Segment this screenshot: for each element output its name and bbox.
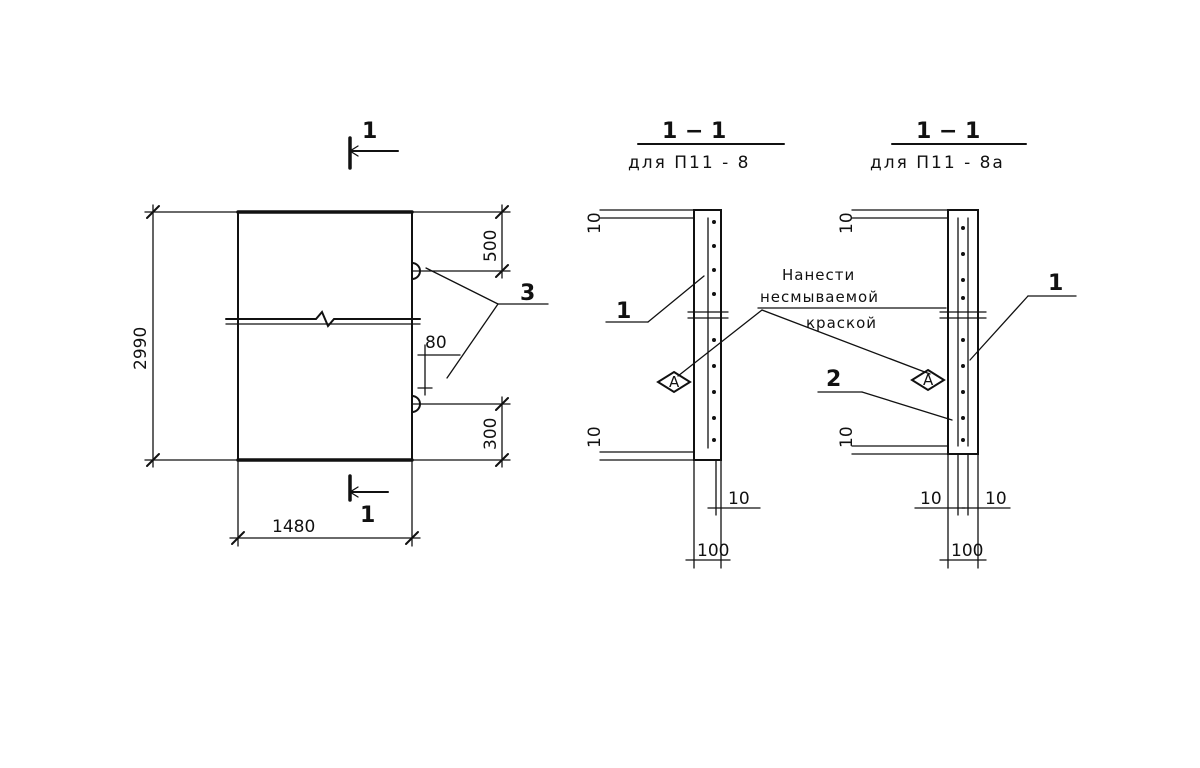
section-b-dots	[961, 226, 965, 442]
section-a-dot	[712, 268, 716, 272]
section-b-top-dim: 10	[837, 212, 857, 234]
callout-3-text: 3	[520, 281, 535, 306]
section-b-dot	[961, 278, 965, 282]
height-tick-bottom	[146, 453, 160, 467]
height-tick-top	[146, 205, 160, 219]
section-b-dot	[961, 252, 965, 256]
top-offset-text: 500	[481, 230, 501, 262]
section-b-dot	[961, 438, 965, 442]
width-tick-left	[231, 531, 245, 545]
section-a-dots	[712, 220, 716, 442]
section-b-dot	[961, 416, 965, 420]
section-a-dot	[712, 338, 716, 342]
width-dim-text: 1480	[272, 517, 315, 537]
gap-dim-text: 80	[425, 333, 447, 353]
paint-note: Нанести несмываемой краской	[677, 266, 947, 377]
right-tick-3	[495, 397, 509, 411]
section-a-dot	[712, 364, 716, 368]
section-a-dot	[712, 438, 716, 442]
note-line-1: Нанести	[782, 266, 855, 284]
section-a-subtitle: для П11 - 8	[628, 153, 750, 173]
break-line	[225, 310, 421, 328]
section-b-width-dim: 100	[951, 541, 983, 561]
section-b-callout-2-leader	[861, 391, 953, 421]
section-b-slab	[947, 209, 979, 455]
section-mark-top-arrowhead	[348, 145, 359, 157]
callout-3-leader-a	[425, 267, 499, 305]
section-a-dot	[712, 244, 716, 248]
panel-outline	[237, 211, 413, 461]
plan-view: 2990 1480 500 300 80 3 1	[131, 119, 549, 547]
section-a-break	[687, 311, 729, 319]
section-mark-top-text: 1	[362, 119, 377, 144]
section-a-bottom-dim: 10	[585, 426, 605, 448]
section-a-title: 1 − 1	[662, 119, 726, 144]
section-a-side-dim: 10	[728, 489, 750, 509]
note-line-3: краской	[806, 314, 877, 332]
section-b: 1 − 1 для П11 - 8а 10 10 10	[817, 119, 1077, 569]
width-tick-right	[405, 531, 419, 545]
right-tick-4	[495, 453, 509, 467]
section-a-slab	[693, 209, 722, 461]
section-b-marker-text: A	[923, 371, 934, 389]
section-a-dot	[712, 220, 716, 224]
section-b-dot	[961, 338, 965, 342]
section-b-marker	[910, 368, 946, 392]
section-a-callout-leader	[647, 275, 705, 323]
section-mark-bottom-arrowhead	[348, 486, 359, 498]
section-b-break	[939, 311, 987, 319]
section-b-dot	[961, 390, 965, 394]
section-b-bottom-dim: 10	[837, 426, 857, 448]
section-a-dot	[712, 390, 716, 394]
right-tick-2	[495, 264, 509, 278]
section-b-subtitle: для П11 - 8а	[870, 153, 1005, 173]
right-tick-1	[495, 205, 509, 219]
section-b-callout-2-text: 2	[826, 367, 841, 392]
note-leader-left	[677, 309, 763, 377]
height-dim-text: 2990	[131, 327, 151, 370]
section-a-callout-text: 1	[616, 299, 631, 324]
section-b-dot	[961, 296, 965, 300]
callout-3-leader-b	[446, 303, 499, 379]
section-mark-bottom-text: 1	[360, 503, 375, 528]
section-a-marker	[656, 370, 692, 394]
section-b-right-dim: 10	[985, 489, 1007, 509]
section-b-callout-1-leader	[969, 295, 1029, 361]
section-a-top-dim: 10	[585, 212, 605, 234]
section-a: 1 − 1 для П11 - 8 10 10 10	[585, 119, 785, 569]
section-a-marker-text: A	[669, 373, 680, 391]
section-b-left-dim: 10	[920, 489, 942, 509]
section-a-width-dim: 100	[697, 541, 729, 561]
section-b-title: 1 − 1	[916, 119, 980, 144]
section-a-dot	[712, 416, 716, 420]
note-line-2: несмываемой	[760, 288, 879, 306]
note-leader-right	[761, 309, 931, 375]
section-b-callout-1-text: 1	[1048, 271, 1063, 296]
bottom-offset-text: 300	[481, 418, 501, 450]
section-b-dot	[961, 364, 965, 368]
section-a-dot	[712, 292, 716, 296]
section-b-dot	[961, 226, 965, 230]
